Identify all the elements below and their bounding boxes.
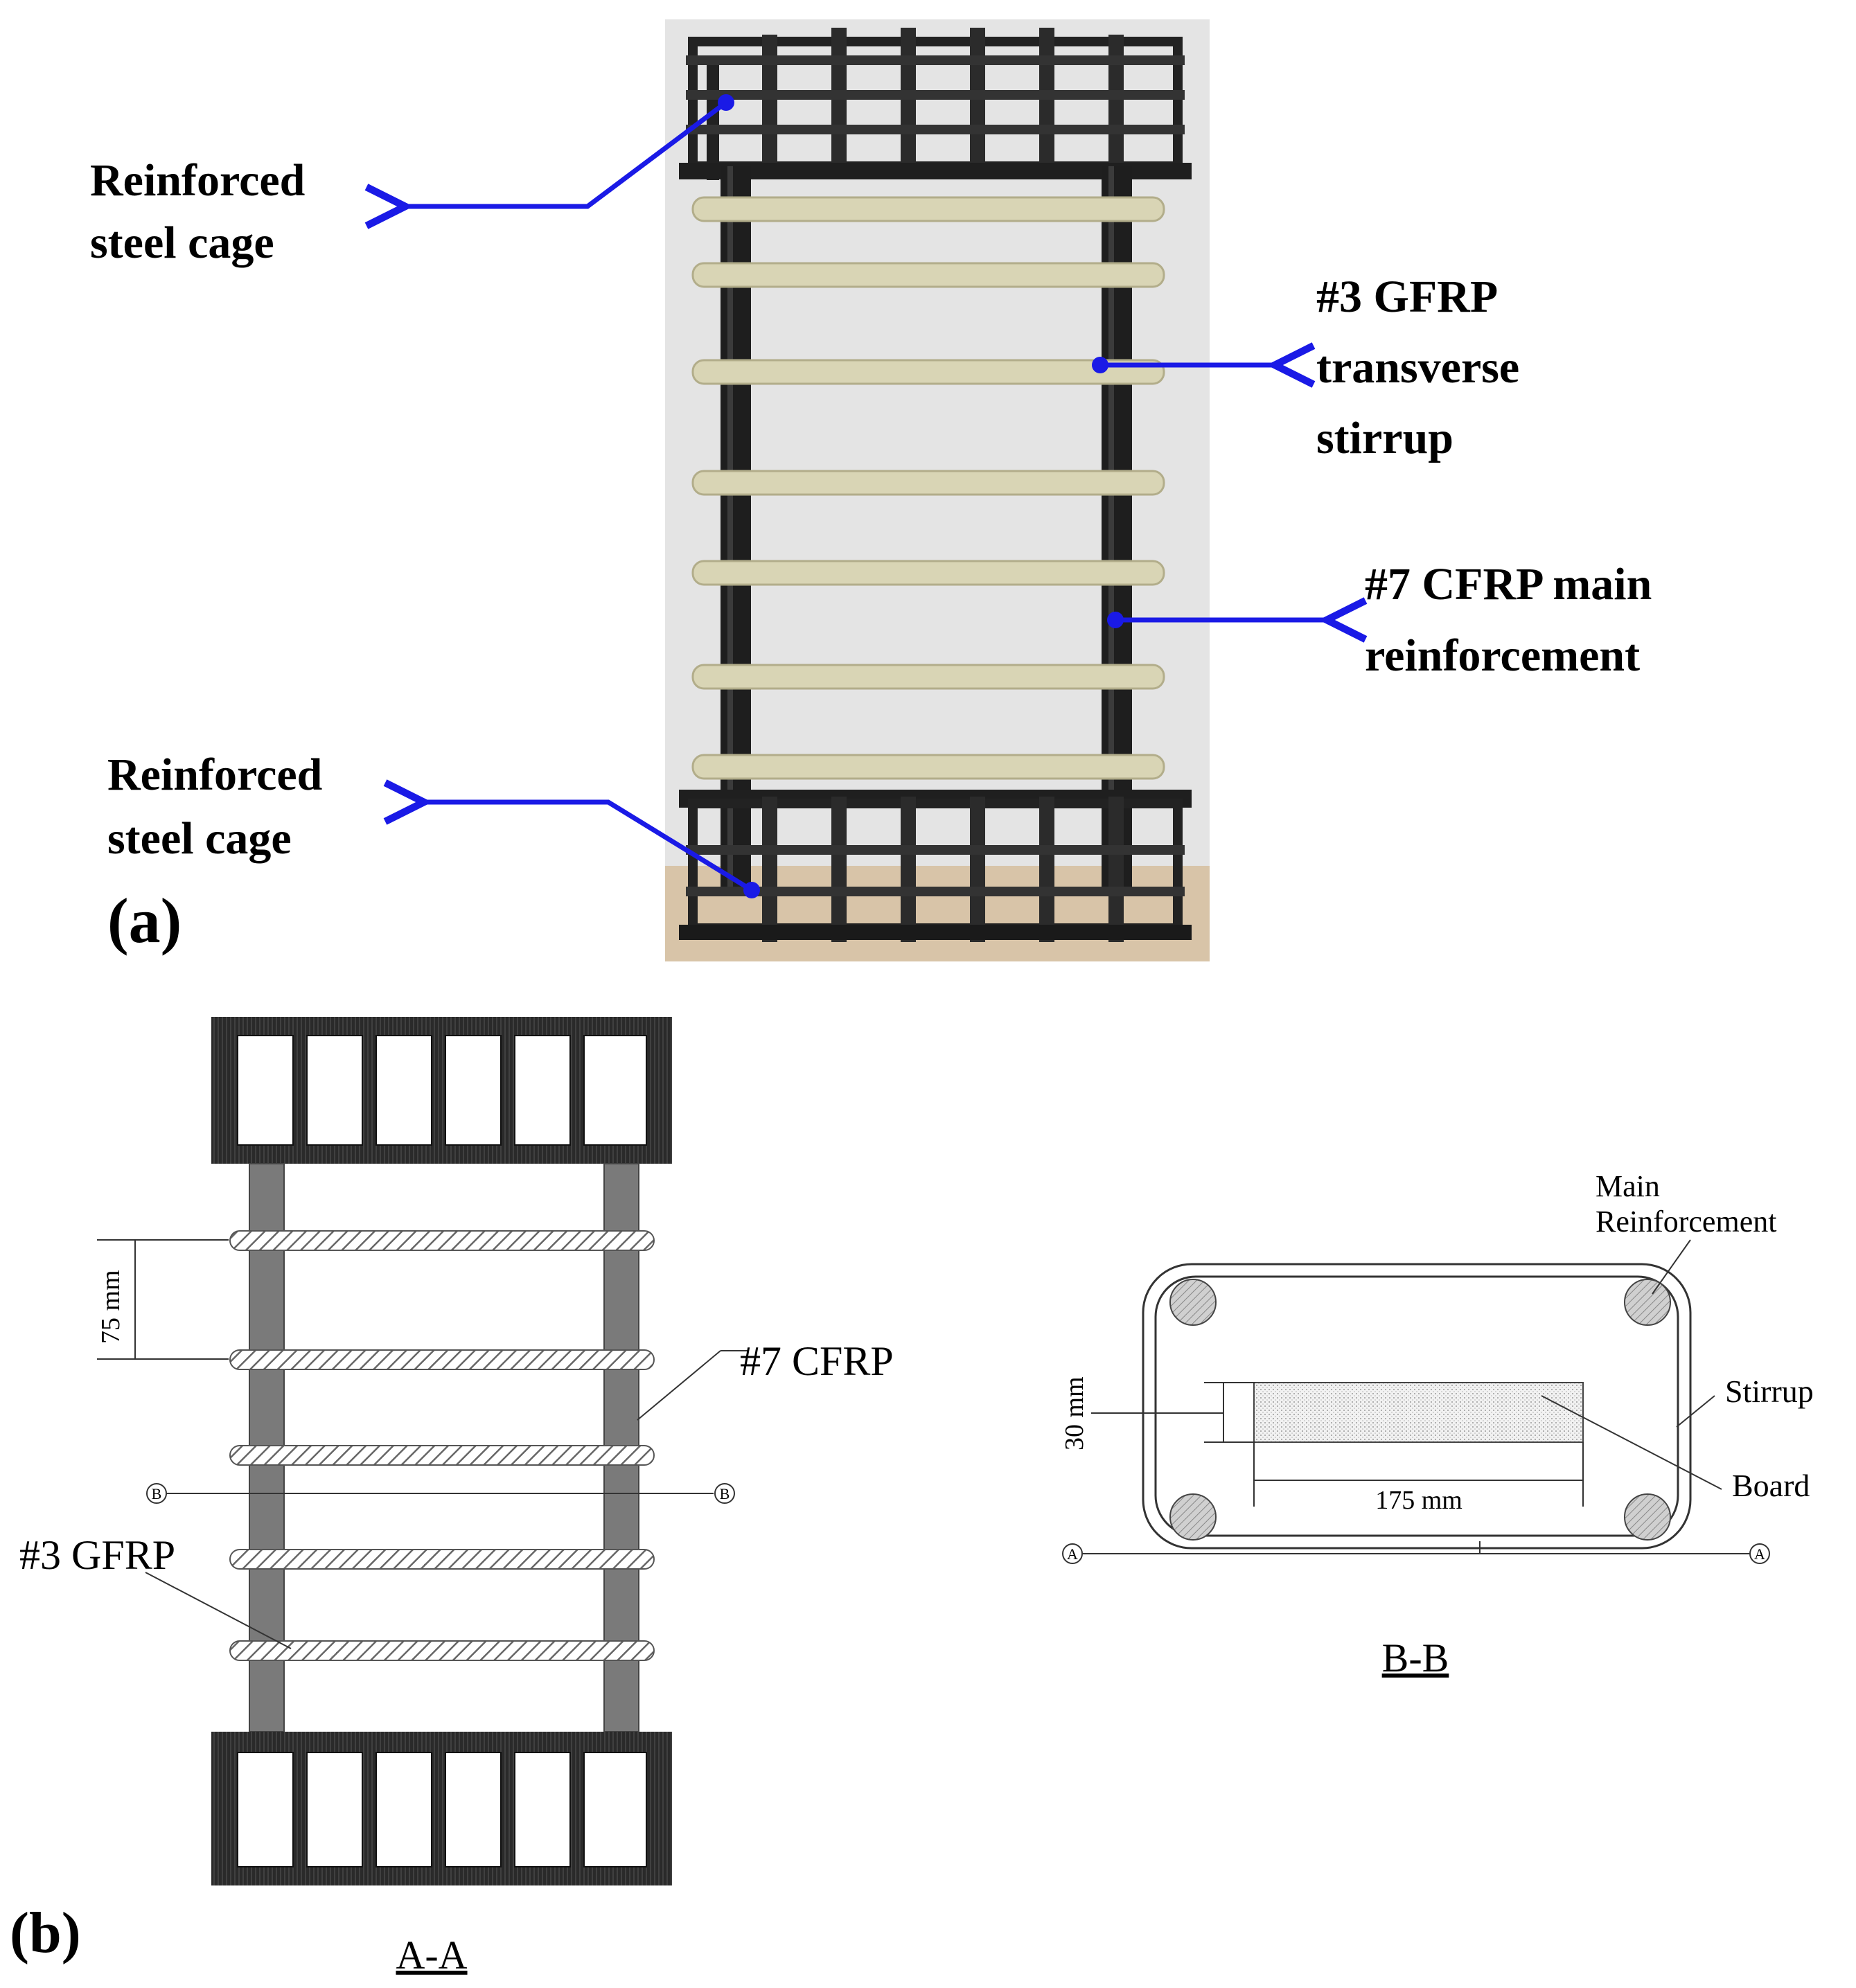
photo-specimen bbox=[665, 19, 1210, 961]
label-175mm: 175 mm bbox=[1375, 1486, 1462, 1515]
label-cfrp-line1: #7 CFRP main bbox=[1365, 559, 1652, 610]
label-bottom-steel-cage-line1: Reinforced bbox=[107, 749, 322, 800]
dimension-175mm bbox=[1253, 1442, 1584, 1507]
label-75mm: 75 mm bbox=[96, 1270, 125, 1344]
panel-b-label: (b) bbox=[10, 1901, 81, 1965]
label-top-steel-cage-line2: steel cage bbox=[90, 218, 274, 268]
arrow-cfrp-main bbox=[1107, 612, 1327, 628]
section-main-reinforcement bbox=[1169, 1279, 1671, 1541]
label-gfrp-elevation: #3 GFRP bbox=[19, 1532, 175, 1578]
label-bottom-steel-cage-line2: steel cage bbox=[107, 813, 292, 864]
dimension-75mm bbox=[97, 1239, 229, 1360]
leader-gfrp bbox=[145, 1572, 292, 1649]
panel-a-label: (a) bbox=[107, 885, 182, 956]
elevation-title: A-A bbox=[396, 1933, 467, 1978]
label-stirrup: Stirrup bbox=[1725, 1374, 1814, 1409]
label-cfrp-elevation: #7 CFRP bbox=[740, 1338, 894, 1384]
leader-stirrup bbox=[1676, 1395, 1715, 1428]
section-title: B-B bbox=[1382, 1635, 1449, 1680]
leader-cfrp bbox=[637, 1350, 721, 1421]
elevation-gfrp-stirrups bbox=[229, 1230, 655, 1661]
section-line-a bbox=[1062, 1541, 1770, 1564]
arrow-top-steel-cage bbox=[405, 94, 734, 206]
label-main-reinforcement-line1: Main bbox=[1596, 1169, 1660, 1203]
elevation-bottom-steel-cage bbox=[211, 1732, 672, 1885]
section-marker-b-right: B bbox=[720, 1485, 730, 1502]
leader-board bbox=[1541, 1395, 1722, 1490]
label-board: Board bbox=[1732, 1468, 1810, 1503]
photo-top-steel-cage bbox=[679, 28, 1192, 180]
label-cfrp-line2: reinforcement bbox=[1365, 630, 1640, 681]
label-gfrp-line2: transverse bbox=[1316, 342, 1519, 393]
elevation-top-steel-cage bbox=[211, 1017, 672, 1164]
section-marker-b-left: B bbox=[152, 1485, 162, 1502]
section-stirrup bbox=[1142, 1263, 1692, 1550]
section-marker-a-left: A bbox=[1067, 1545, 1078, 1563]
label-main-reinforcement-line2: Reinforcement bbox=[1596, 1205, 1776, 1239]
section-marker-a-right: A bbox=[1754, 1545, 1765, 1563]
photo-bottom-steel-cage bbox=[679, 790, 1192, 942]
photo-gfrp-stirrups bbox=[691, 196, 1165, 780]
arrow-bottom-steel-cage bbox=[424, 802, 760, 898]
label-top-steel-cage-line1: Reinforced bbox=[90, 155, 305, 206]
leader-main-reinforcement bbox=[1652, 1239, 1691, 1295]
label-gfrp-line3: stirrup bbox=[1316, 413, 1453, 463]
section-line-b bbox=[146, 1483, 735, 1504]
label-30mm: 30 mm bbox=[1060, 1376, 1089, 1450]
label-gfrp-line1: #3 GFRP bbox=[1316, 272, 1498, 322]
arrow-gfrp-stirrup bbox=[1092, 357, 1275, 373]
dimension-30mm bbox=[1091, 1382, 1255, 1443]
section-board bbox=[1253, 1382, 1584, 1443]
